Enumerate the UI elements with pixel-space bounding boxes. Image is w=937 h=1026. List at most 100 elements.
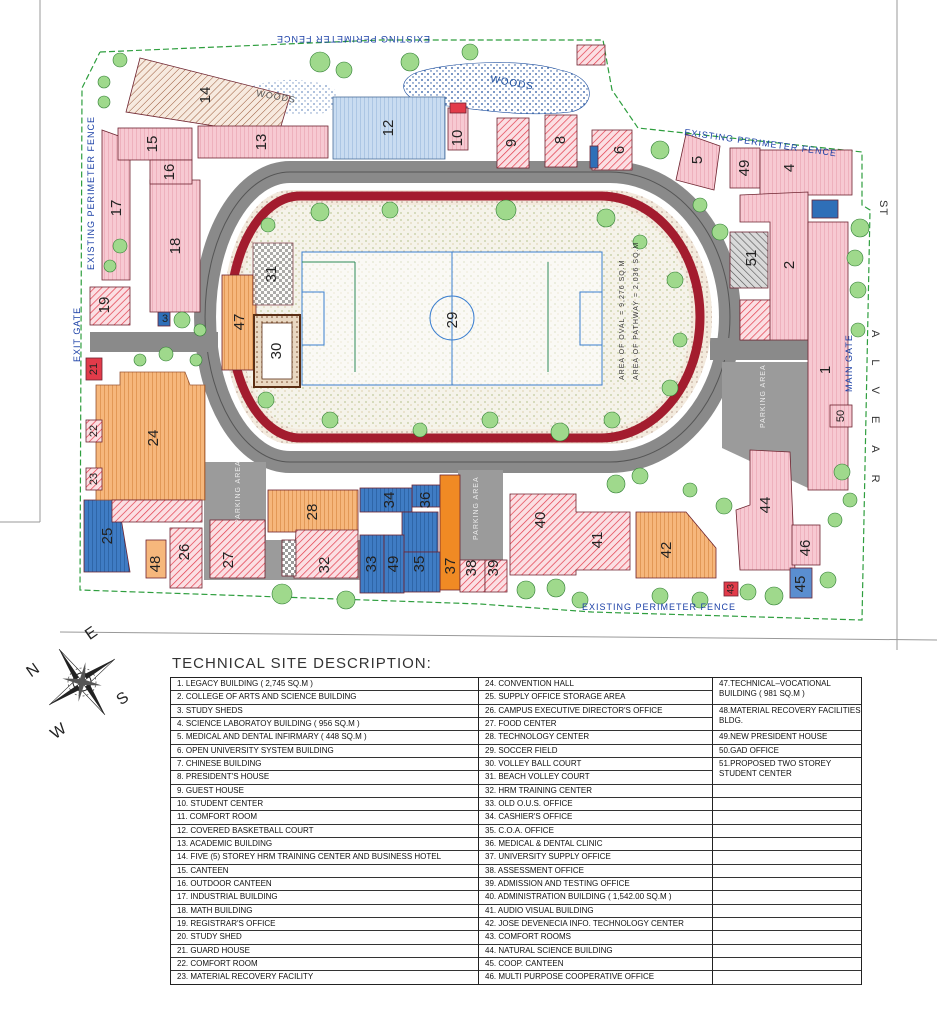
compass-w: W xyxy=(48,720,71,742)
svg-text:24: 24 xyxy=(145,430,162,447)
legend-row: 50.GAD OFFICE xyxy=(713,745,861,758)
legend-row xyxy=(713,905,861,918)
legend-row: 17. INDUSTRIAL BUILDING xyxy=(171,891,478,905)
svg-text:43: 43 xyxy=(725,584,735,594)
legend-row xyxy=(713,838,861,852)
legend-row: 6. OPEN UNIVERSITY SYSTEM BUILDING xyxy=(171,745,478,758)
svg-text:22: 22 xyxy=(88,425,100,437)
building-34 xyxy=(359,487,413,513)
legend-row: 2. COLLEGE OF ARTS AND SCIENCE BUILDING xyxy=(171,691,478,705)
legend-row xyxy=(713,931,861,945)
fence-label-left: EXISTING PERIMETER FENCE xyxy=(86,116,96,270)
street-bottom-line xyxy=(59,631,937,641)
building-51 xyxy=(729,231,769,289)
building-40 xyxy=(509,493,631,576)
building-35 xyxy=(401,511,439,553)
legend-row: 31. BEACH VOLLEY COURT xyxy=(479,771,712,785)
legend-row: 10. STUDENT CENTER xyxy=(171,798,478,812)
svg-text:31: 31 xyxy=(263,266,280,283)
building-42 xyxy=(635,511,717,579)
svg-text:6: 6 xyxy=(611,146,628,154)
svg-text:27: 27 xyxy=(220,552,237,569)
fence-label-bottom: EXISTING PERIMETER FENCE xyxy=(582,602,736,612)
legend-row: 14. FIVE (5) STOREY HRM TRAINING CENTER … xyxy=(171,851,478,865)
building-28 xyxy=(267,489,359,533)
svg-text:35: 35 xyxy=(411,556,428,573)
legend-row: 27. FOOD CENTER xyxy=(479,718,712,732)
building-22 xyxy=(85,419,103,443)
building-23 xyxy=(85,467,103,491)
building-46 xyxy=(791,524,821,566)
legend-title: TECHNICAL SITE DESCRIPTION: xyxy=(172,655,432,672)
building-21 xyxy=(85,357,103,381)
legend-row: 47.TECHNICAL–VOCATIONAL BUILDING ( 981 S… xyxy=(713,678,861,705)
exit-road xyxy=(90,332,218,352)
svg-text:50: 50 xyxy=(835,410,847,422)
legend-row xyxy=(713,891,861,905)
legend-row: 1. LEGACY BUILDING ( 2,745 SQ.M ) xyxy=(171,678,478,692)
legend-row: 34. CASHIER'S OFFICE xyxy=(479,811,712,825)
svg-text:23: 23 xyxy=(88,473,100,485)
running-track xyxy=(225,191,705,443)
legend-row xyxy=(713,851,861,865)
svg-text:32: 32 xyxy=(316,557,333,574)
svg-text:26: 26 xyxy=(176,544,193,561)
svg-text:47: 47 xyxy=(231,314,248,331)
legend-row xyxy=(713,878,861,892)
building-6 xyxy=(591,129,633,171)
svg-text:10: 10 xyxy=(449,130,466,147)
exit-gate-label: EXIT GATE xyxy=(72,307,82,362)
svg-text:9: 9 xyxy=(503,139,520,147)
legend-row: 12. COVERED BASKETBALL COURT xyxy=(171,825,478,838)
building-19 xyxy=(89,286,131,326)
legend-row: 36. MEDICAL & DENTAL CLINIC xyxy=(479,838,712,852)
legend-row: 24. CONVENTION HALL xyxy=(479,678,712,692)
legend-row: 28. TECHNOLOGY CENTER xyxy=(479,731,712,745)
trees xyxy=(97,43,870,610)
legend-row: 15. CANTEEN xyxy=(171,865,478,878)
legend-row: 37. UNIVERSITY SUPPLY OFFICE xyxy=(479,851,712,865)
building-5 xyxy=(675,133,721,191)
legend-row: 39. ADMISSION AND TESTING OFFICE xyxy=(479,878,712,892)
buildings xyxy=(83,44,853,599)
legend-row xyxy=(713,811,861,825)
svg-text:44: 44 xyxy=(757,497,774,514)
svg-text:5: 5 xyxy=(689,156,706,164)
oval-area-label: AREA OF OVAL = 9,276 SQ.M xyxy=(619,259,626,380)
building-43 xyxy=(723,581,739,597)
legend-row: 7. CHINESE BUILDING xyxy=(171,758,478,772)
legend-row: 41. AUDIO VISUAL BUILDING xyxy=(479,905,712,918)
svg-text:36: 36 xyxy=(417,492,434,509)
compass-s: S xyxy=(114,689,132,709)
svg-text:37: 37 xyxy=(442,558,459,575)
building-50 xyxy=(829,404,853,428)
legend-row: 8. PRESIDENT'S HOUSE xyxy=(171,771,478,785)
svg-text:40: 40 xyxy=(532,512,549,529)
legend-row: 18. MATH BUILDING xyxy=(171,905,478,918)
soccer-field xyxy=(301,251,603,386)
svg-text:12: 12 xyxy=(380,120,397,137)
svg-text:29: 29 xyxy=(444,312,461,329)
legend-row: 4. SCIENCE LABORATOY BUILDING ( 956 SQ.M… xyxy=(171,718,478,732)
building-8 xyxy=(544,114,578,168)
svg-text:45: 45 xyxy=(792,576,809,593)
campus-road xyxy=(194,161,741,473)
building-27 xyxy=(209,519,266,579)
building-44 xyxy=(735,449,796,571)
svg-text:2: 2 xyxy=(781,261,798,269)
svg-text:3: 3 xyxy=(162,313,168,325)
fence-label-top: EXISTING PERIMETER FENCE xyxy=(276,34,430,44)
legend-row xyxy=(713,985,861,998)
svg-text:49: 49 xyxy=(385,556,402,573)
svg-text:28: 28 xyxy=(304,504,321,521)
svg-text:16: 16 xyxy=(161,164,178,181)
svg-text:18: 18 xyxy=(167,238,184,255)
svg-text:19: 19 xyxy=(96,297,113,314)
svg-text:33: 33 xyxy=(363,556,380,573)
svg-text:41: 41 xyxy=(589,532,606,549)
svg-text:42: 42 xyxy=(658,542,675,559)
compass-e: E xyxy=(82,624,100,644)
legend-row: 19. REGISTRAR'S OFFICE xyxy=(171,918,478,932)
legend-row xyxy=(713,798,861,812)
